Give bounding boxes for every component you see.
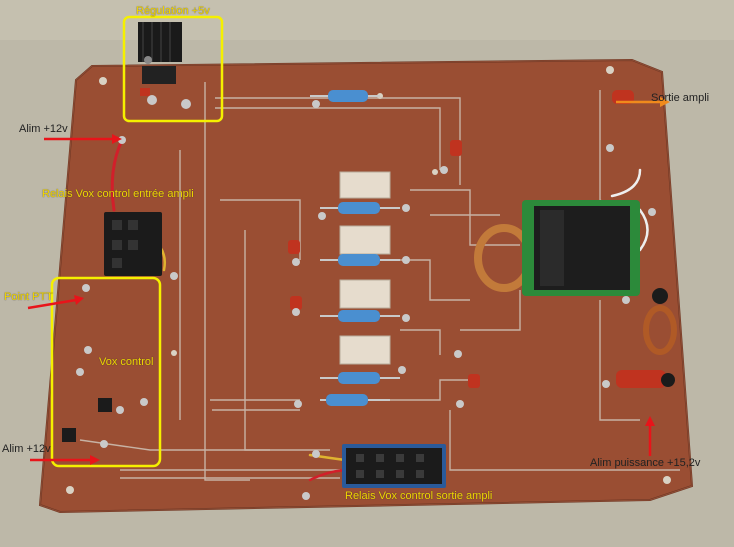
regulation-highlight-box xyxy=(122,15,224,123)
resistors xyxy=(310,90,400,406)
transistors xyxy=(62,288,675,442)
solder-pads xyxy=(76,100,656,500)
regulator-heatsink xyxy=(138,22,191,109)
label-relais-sortie: Relais Vox control sortie ampli xyxy=(345,490,493,502)
label-regulation: Régulation +5v xyxy=(136,5,210,17)
label-alim-12v-bottom: Alim +12v xyxy=(2,443,51,455)
toroid-transformer xyxy=(474,200,677,355)
label-vox-control: Vox control xyxy=(99,356,154,368)
input-relay xyxy=(104,212,162,276)
annotation-arrows xyxy=(27,97,670,465)
label-relais-entree: Relais Vox control entrée ampli xyxy=(42,188,194,200)
label-alim-puissance: Alim puissance +15,2v xyxy=(590,457,701,469)
vox-control-highlight-box xyxy=(50,276,162,468)
label-sortie-ampli: Sortie ampli xyxy=(651,92,710,104)
board-cutouts xyxy=(339,171,391,365)
capacitors xyxy=(288,90,666,388)
label-alim-12v-top: Alim +12v xyxy=(19,123,68,135)
label-point-ptt: Point PTT xyxy=(4,291,53,303)
output-relay xyxy=(342,444,446,488)
